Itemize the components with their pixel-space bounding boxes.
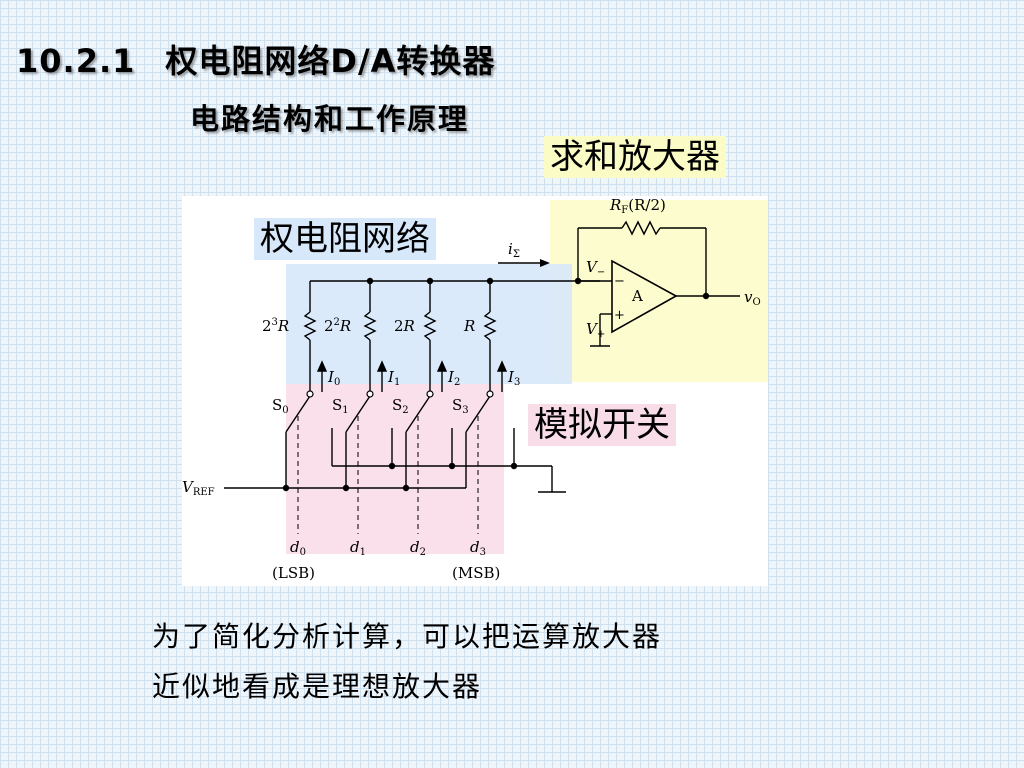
slide-subtitle: 电路结构和工作原理: [190, 102, 470, 136]
resistor-r3: [483, 311, 497, 341]
digit-label-d0: d0: [290, 538, 306, 558]
resistor-network-callout: 权电阻网络: [254, 218, 436, 260]
current-label-i2: I2: [447, 368, 460, 388]
svg-text:+: +: [614, 308, 625, 323]
section-title: 权电阻网络D/A转换器: [165, 42, 496, 80]
msb-label: (MSB): [452, 564, 500, 582]
feedback-resistor: [621, 220, 661, 236]
switch-label-s3: S3: [452, 396, 469, 416]
digit-label-d1: d1: [350, 538, 366, 558]
amp-label: A: [631, 287, 643, 305]
explanation-line-2: 近似地看成是理想放大器: [152, 670, 483, 703]
dac-circuit-figure: RF(R/2) iΣ V− V+ − + A vO VREF 23R 22R 2…: [182, 196, 768, 586]
slide-title: 10.2.1 权电阻网络D/A转换器: [16, 36, 495, 82]
resistor-r1: [363, 311, 377, 341]
resistor-label-r0: 23R: [262, 317, 289, 335]
switch-s2: [405, 395, 431, 433]
resistor-label-r3: R: [463, 317, 475, 335]
explanation-text: 为了简化分析计算，可以把运算放大器 近似地看成是理想放大器: [152, 612, 742, 712]
v-minus-label: V−: [586, 258, 605, 278]
current-label-i1: I1: [387, 368, 400, 388]
switch-label-s1: S1: [332, 396, 349, 416]
resistor-r2: [423, 311, 437, 341]
switch-s3: [465, 395, 491, 433]
switch-s0: [285, 395, 311, 433]
feedback-resistor-label: RF(R/2): [609, 196, 666, 216]
vref-label: VREF: [182, 478, 215, 498]
analog-switch-callout: 模拟开关: [528, 404, 676, 446]
switch-s1: [345, 395, 371, 433]
current-sum-label: iΣ: [508, 240, 520, 260]
switch-label-s0: S0: [272, 396, 289, 416]
switch-label-s2: S2: [392, 396, 409, 416]
resistor-label-r2: 2R: [394, 317, 415, 335]
section-number: 10.2.1: [16, 42, 136, 80]
explanation-line-1: 为了简化分析计算，可以把运算放大器: [152, 620, 663, 653]
svg-text:−: −: [614, 274, 625, 289]
lsb-label: (LSB): [272, 564, 315, 582]
circuit-diagram: RF(R/2) iΣ V− V+ − + A vO VREF 23R 22R 2…: [182, 196, 768, 586]
summing-amplifier-callout: 求和放大器: [544, 136, 726, 178]
op-amp: [611, 259, 678, 334]
digit-label-d2: d2: [410, 538, 426, 558]
current-label-i3: I3: [507, 368, 520, 388]
resistor-label-r1: 22R: [324, 317, 351, 335]
v-plus-label: V+: [586, 320, 605, 340]
switch-region: [286, 384, 504, 554]
digit-label-d3: d3: [470, 538, 486, 558]
output-label: vO: [744, 288, 761, 308]
resistor-r0: [303, 311, 317, 341]
current-label-i0: I0: [327, 368, 340, 388]
